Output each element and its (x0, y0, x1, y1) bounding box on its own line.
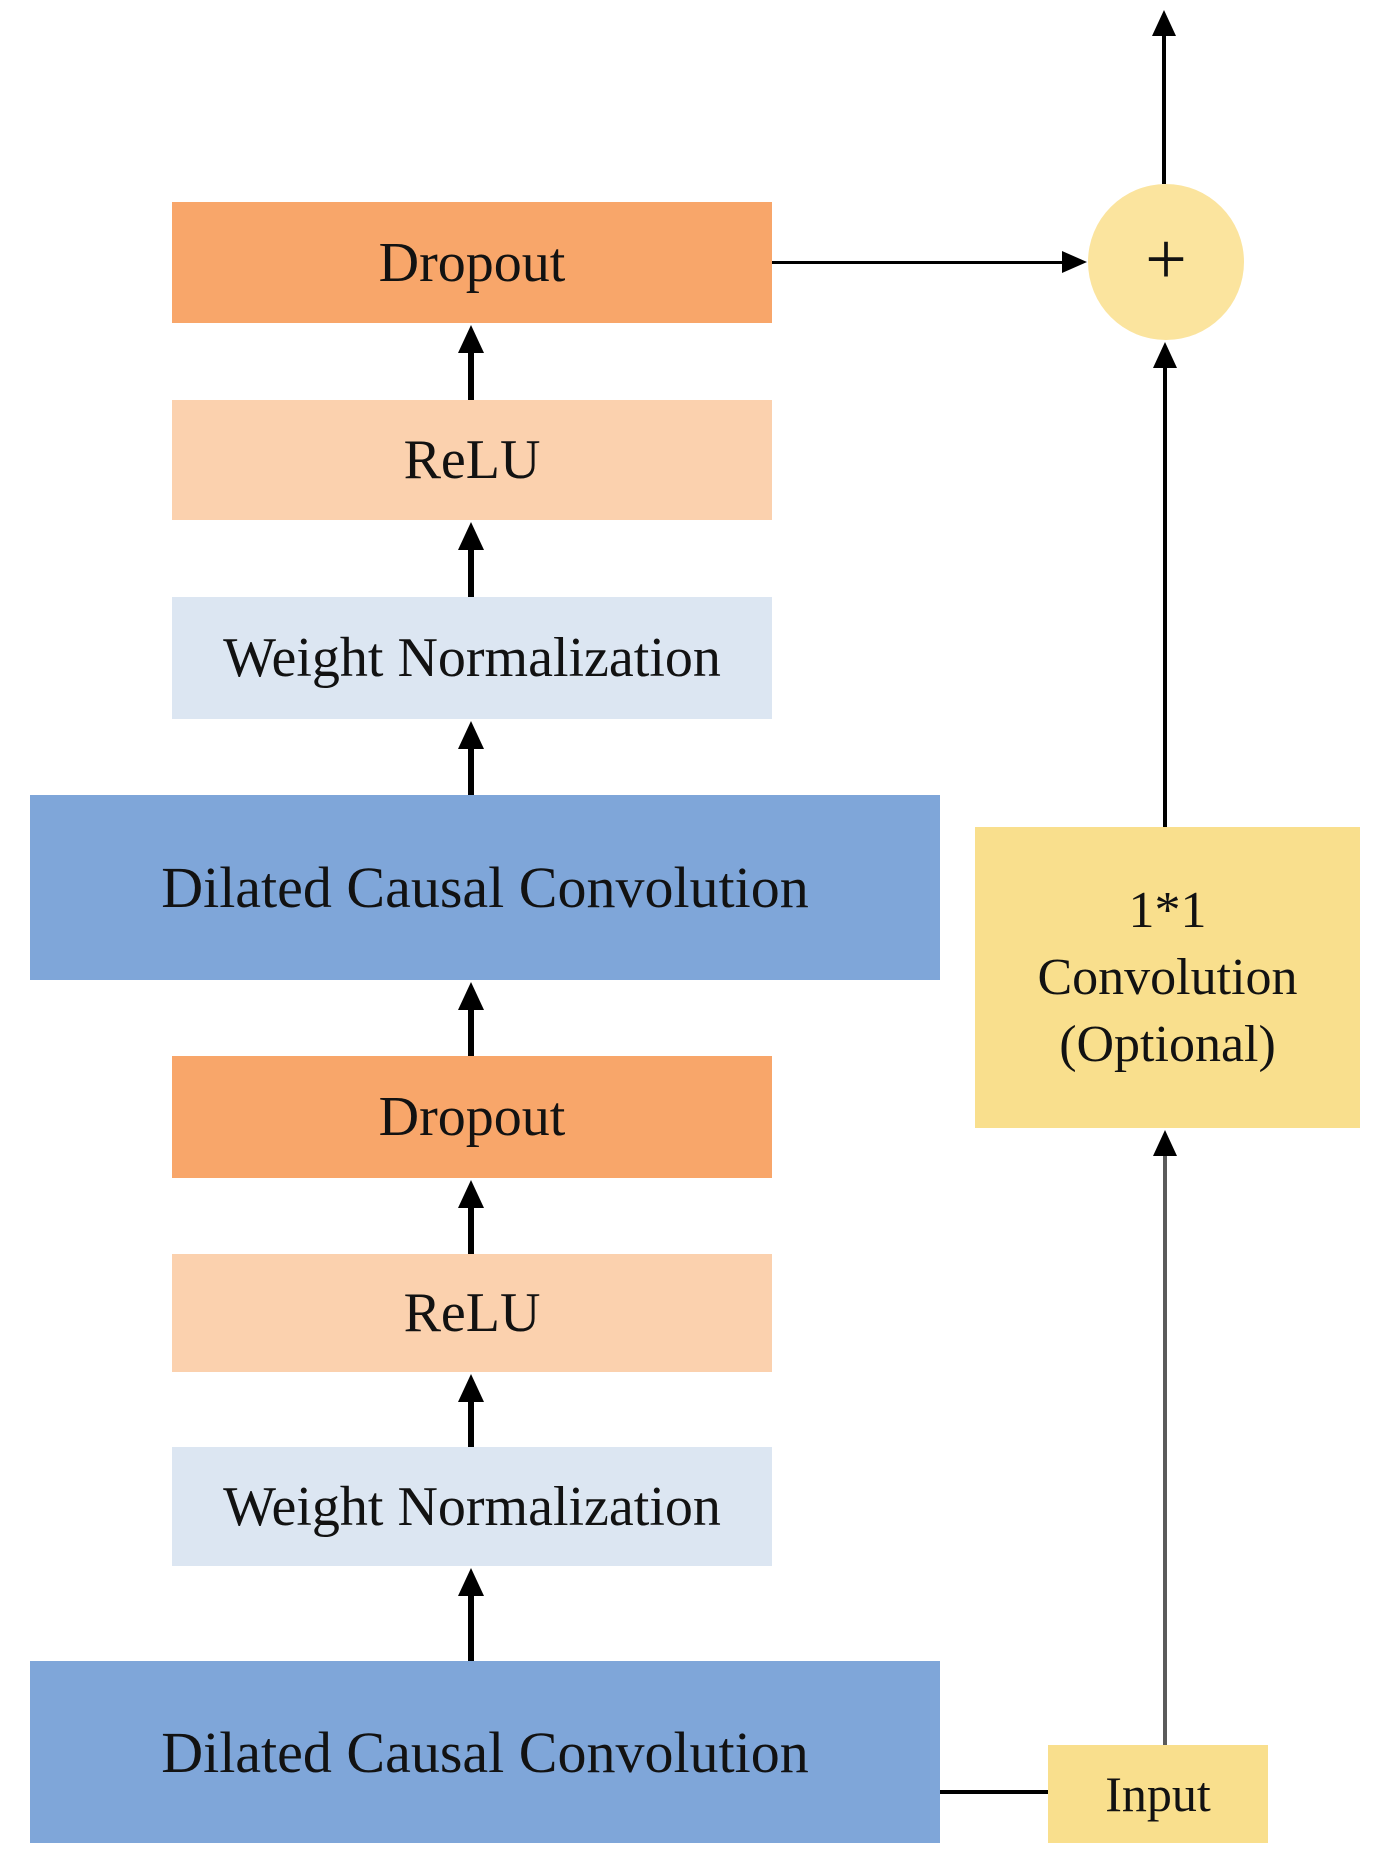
node-conv-1x1-label: 1*1 Convolution (Optional) (1037, 882, 1298, 1073)
node-residual-sum: + (1088, 184, 1244, 340)
arrow-dropout-top-to-sum (772, 251, 1087, 273)
arrow-weight-norm-top-to-relu-top (458, 522, 484, 597)
arrow-sum-to-output (1152, 10, 1176, 184)
arrow-dropout-bottom-to-dilated-conv-top (458, 982, 484, 1056)
node-dropout-bottom: Dropout (172, 1056, 772, 1178)
node-relu-top: ReLU (172, 400, 772, 520)
arrowhead-up-icon (1152, 10, 1176, 36)
arrowhead-up-icon (458, 982, 484, 1010)
arrow-input-to-conv-1x1 (1153, 1130, 1177, 1745)
arrowhead-up-icon (458, 1374, 484, 1402)
arrowhead-up-icon (1153, 342, 1177, 368)
arrowhead-up-icon (458, 1568, 484, 1596)
node-input-label: Input (1105, 1766, 1211, 1822)
node-dropout-top-label: Dropout (378, 231, 566, 294)
node-dilated-conv-top-label: Dilated Causal Convolution (161, 855, 809, 920)
arrow-dilated-conv-bottom-to-weight-norm-bottom (458, 1568, 484, 1661)
node-dilated-conv-top: Dilated Causal Convolution (30, 795, 940, 980)
arrow-dilated-conv-top-to-weight-norm-top (458, 721, 484, 795)
node-conv-1x1-optional: 1*1 Convolution (Optional) (975, 827, 1360, 1128)
arrowhead-up-icon (458, 721, 484, 749)
arrow-weight-norm-bottom-to-relu-bottom (458, 1374, 484, 1447)
node-dropout-top: Dropout (172, 202, 772, 323)
node-input: Input (1048, 1745, 1268, 1843)
arrow-relu-bottom-to-dropout-bottom (458, 1180, 484, 1254)
node-relu-bottom-label: ReLU (403, 1282, 541, 1344)
plus-icon: + (1145, 219, 1187, 301)
arrow-relu-top-to-dropout-top (458, 325, 484, 400)
arrowhead-right-icon (1062, 251, 1087, 273)
arrowhead-up-icon (458, 325, 484, 353)
arrowhead-up-icon (458, 522, 484, 550)
node-weight-norm-top: Weight Normalization (172, 597, 772, 719)
node-relu-bottom: ReLU (172, 1254, 772, 1372)
node-weight-norm-top-label: Weight Normalization (223, 627, 721, 689)
node-dilated-conv-bottom: Dilated Causal Convolution (30, 1661, 940, 1843)
node-relu-top-label: ReLU (403, 429, 541, 491)
connector-dilated-conv-bottom-to-input (940, 1790, 1048, 1794)
node-weight-norm-bottom: Weight Normalization (172, 1447, 772, 1566)
node-dropout-bottom-label: Dropout (378, 1086, 566, 1148)
arrowhead-up-icon (458, 1180, 484, 1208)
arrowhead-up-icon (1153, 1130, 1177, 1156)
arrow-conv-1x1-to-sum (1153, 342, 1177, 827)
node-dilated-conv-bottom-label: Dilated Causal Convolution (161, 1719, 809, 1785)
node-weight-norm-bottom-label: Weight Normalization (223, 1475, 721, 1538)
